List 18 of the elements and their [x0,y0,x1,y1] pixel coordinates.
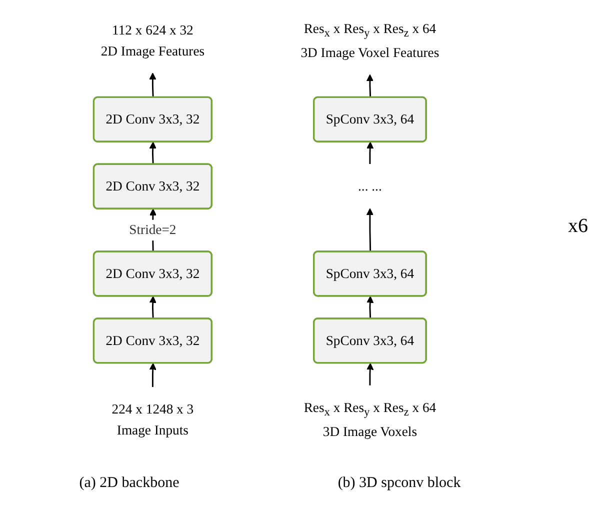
node-text: 224 x 1248 x 3 Image Inputs [112,401,194,438]
node-text: ... ... [358,178,382,194]
node-text: 112 x 624 x 32 2D Image Features [100,22,205,58]
subfigure-caption: (b) 3D spconv block [338,475,461,492]
arrow [149,362,156,387]
edge-label: Stride=2 [129,222,176,238]
arrow [149,72,156,98]
repeat-label: x6 [568,215,588,237]
arrow [366,362,374,386]
arrow [149,296,156,319]
subfigure-caption: (a) 2D backbone [79,475,180,492]
node-text: Res$_{x}$ x Res$_{y}$ x Res$_{z}$ x 64 3D Image Voxels [304,400,436,439]
arrow [366,142,374,164]
arrow [366,208,374,252]
node-text: Res$_{x}$ x Res$_{y}$ x Res$_{z}$ x 64 3D Image Voxel Features [300,20,440,60]
arrow [366,74,374,98]
arrow [149,142,156,164]
arrow [366,296,374,319]
